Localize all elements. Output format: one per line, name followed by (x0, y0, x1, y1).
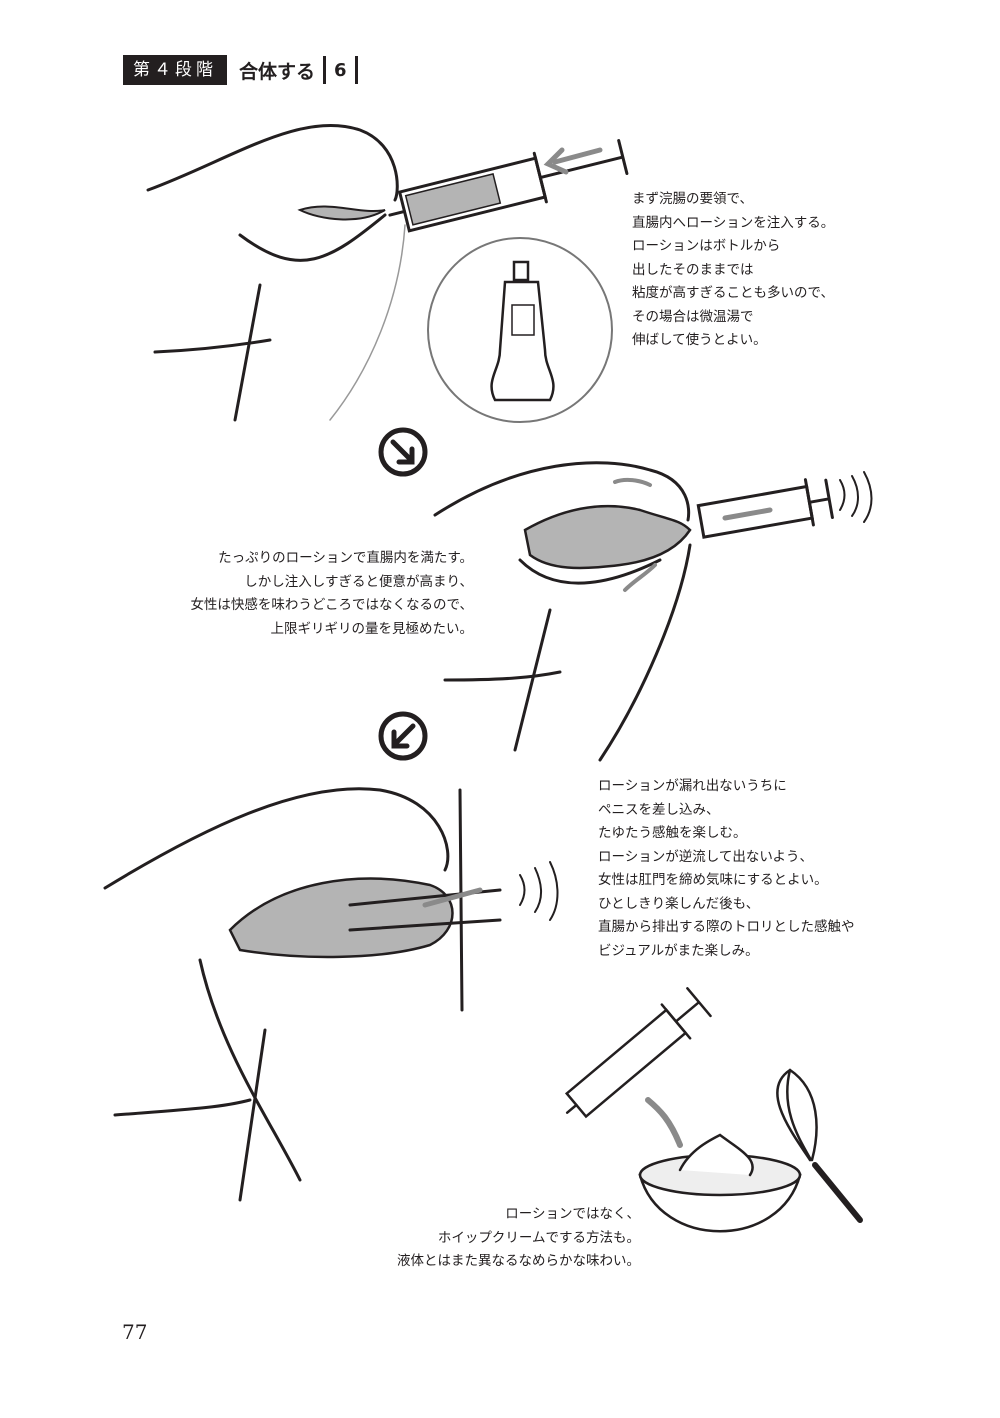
illustration-step1 (146, 124, 629, 423)
caption-step1: まず浣腸の要領で、 直腸内へローションを注入する。 ローションはボトルから 出し… (632, 188, 834, 353)
page-number: 77 (122, 1320, 148, 1344)
caption-line: ホイップクリームでする方法も。 (437, 1229, 640, 1246)
caption-line: ひとしきり楽しんだ後も、 (598, 895, 760, 912)
caption-line: その場合は微温湯で (632, 308, 754, 325)
caption-line: 上限ギリギリの量を見極めたい。 (270, 620, 474, 637)
caption-line: 出したそのままでは (632, 261, 754, 278)
section-title: 合体する (239, 60, 316, 83)
caption-line: 伸ばして使うとよい。 (632, 332, 767, 348)
caption-line: ビジュアルがまた楽しみ。 (598, 942, 759, 959)
chapter-header: 第４段階 合体する 6 (123, 55, 366, 85)
caption-line: 液体とはまた異なるなめらかな味わい。 (397, 1253, 640, 1269)
syringe-icon (564, 987, 712, 1119)
illustration-step2 (433, 461, 873, 762)
caption-line: 直腸内へローションを注入する。 (632, 214, 835, 231)
caption-line: ローションが漏れ出ないうちに (598, 778, 787, 794)
caption-line: ペニスを差し込み、 (598, 801, 720, 818)
caption-step3: ローションが漏れ出ないうちに ペニスを差し込み、 たゆたう感触を楽しむ。 ローシ… (598, 775, 855, 963)
section-number: 6 (334, 59, 347, 81)
caption-line: ローションはボトルから (632, 238, 781, 254)
caption-step2: たっぷりのローションで直腸内を満たす。 しかし注入しすぎると便意が高まり、 女性… (190, 547, 473, 641)
syringe-icon (388, 139, 629, 233)
illustration-whipped-cream (564, 987, 863, 1233)
stage-label: 第４段階 (123, 55, 227, 85)
caption-line: 女性は快感を味わうどころではなくなるので、 (190, 597, 473, 613)
caption-line: ローションではなく、 (505, 1206, 640, 1222)
caption-line: 女性は肛門を締め気味にするとよい。 (598, 872, 828, 888)
lotion-bottle-icon (490, 260, 555, 402)
caption-line: 直腸から排出する際のトロリとした感触や (598, 919, 855, 935)
caption-line: ローションが逆流して出ないよう、 (598, 848, 814, 865)
illustration-step3 (103, 787, 559, 1202)
divider (354, 56, 358, 84)
whisk-icon (776, 1068, 863, 1223)
caption-line: たっぷりのローションで直腸内を満たす。 (218, 550, 473, 566)
caption-line: しかし注入しすぎると便意が高まり、 (244, 573, 473, 590)
arrow-down-right-icon (378, 427, 428, 477)
caption-line: まず浣腸の要領で、 (632, 191, 753, 207)
divider (323, 56, 327, 84)
callout-bubble (427, 237, 613, 423)
caption-tip: ローションではなく、 ホイップクリームでする方法も。 液体とはまた異なるなめらか… (397, 1203, 640, 1274)
caption-line: 粘度が高すぎることも多いので、 (632, 285, 834, 301)
arrow-down-left-icon (378, 711, 428, 761)
caption-line: たゆたう感触を楽しむ。 (598, 825, 747, 841)
